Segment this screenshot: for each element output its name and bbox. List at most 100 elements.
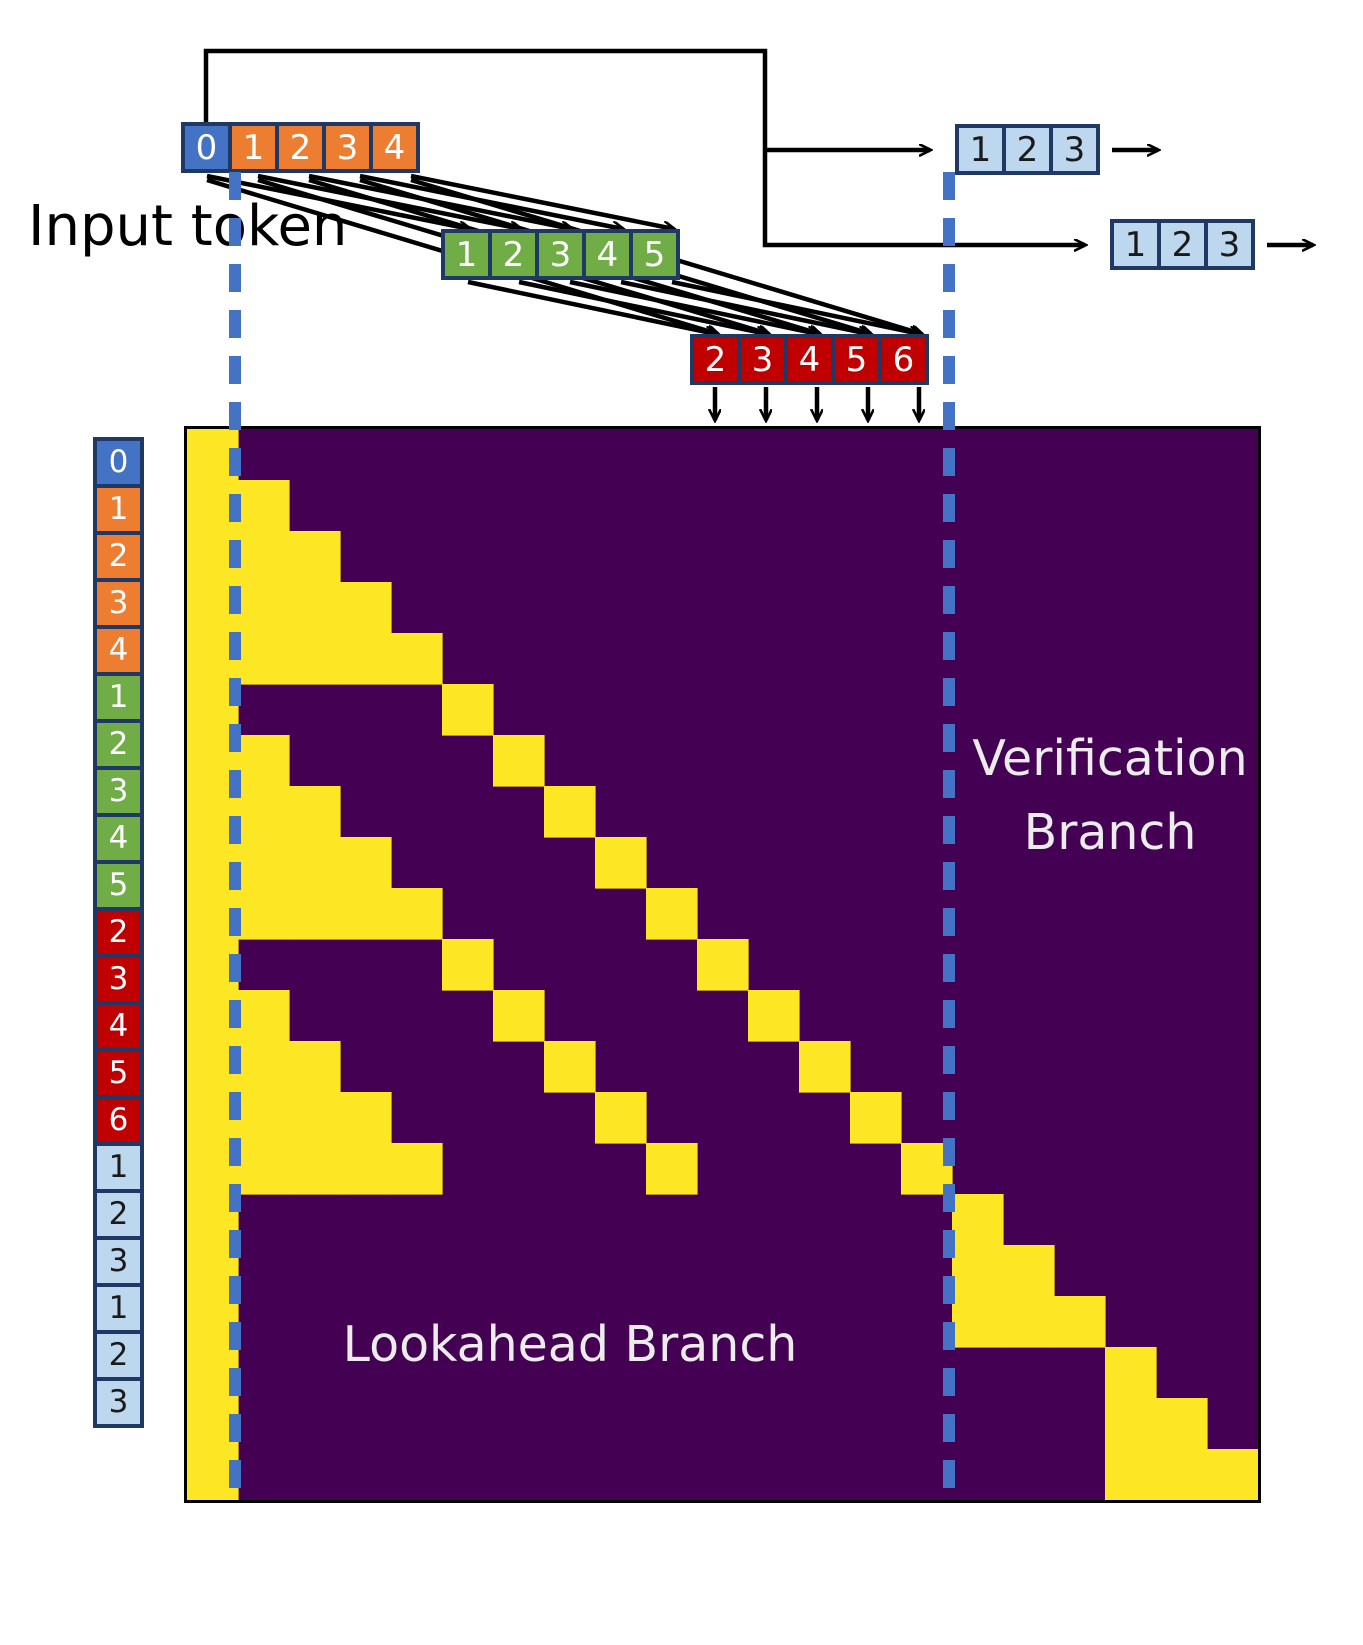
mask-cell-on bbox=[952, 1194, 1004, 1246]
mask-cell-on bbox=[289, 1041, 341, 1093]
mask-cell-on bbox=[289, 531, 341, 583]
mask-cell-on bbox=[799, 1041, 851, 1093]
token-chip: 1 bbox=[228, 122, 279, 173]
row-label-chip: 5 bbox=[93, 860, 144, 911]
mask-cell-on bbox=[391, 1143, 443, 1195]
token-chip: 3 bbox=[737, 334, 788, 385]
mask-cell-on bbox=[952, 1245, 1004, 1297]
token-chip: 3 bbox=[1049, 124, 1100, 175]
row-label-chip: 1 bbox=[93, 672, 144, 723]
row-label-chip: 1 bbox=[93, 1142, 144, 1193]
mask-cell-on bbox=[1003, 1245, 1055, 1297]
row-label-chip: 5 bbox=[93, 1048, 144, 1099]
mask-cell-on bbox=[238, 1041, 290, 1093]
token-chip: 3 bbox=[1204, 219, 1255, 270]
mask-cell-on bbox=[1003, 1296, 1055, 1348]
mask-cell-on bbox=[238, 1143, 290, 1195]
row-label-chip: 2 bbox=[93, 907, 144, 958]
mask-cell-on bbox=[238, 786, 290, 838]
mask-cell-on bbox=[850, 1092, 902, 1144]
mask-cell-on bbox=[340, 633, 392, 685]
mask-cell-on bbox=[289, 837, 341, 889]
mask-cell-on bbox=[238, 837, 290, 889]
mask-cell-on bbox=[595, 837, 647, 889]
mask-cell-on bbox=[289, 888, 341, 940]
token-chip: 4 bbox=[369, 122, 420, 173]
mask-cell-on bbox=[340, 888, 392, 940]
row-label-chip: 2 bbox=[93, 531, 144, 582]
token-chip: 2 bbox=[690, 334, 741, 385]
mask-cell-on bbox=[646, 1143, 698, 1195]
row-label-chip: 4 bbox=[93, 813, 144, 864]
token-chip: 5 bbox=[831, 334, 882, 385]
token-chip: 6 bbox=[878, 334, 929, 385]
mask-cell-on bbox=[595, 1092, 647, 1144]
mask-cell-on bbox=[544, 1041, 596, 1093]
row-label-chip: 0 bbox=[93, 437, 144, 488]
token-chip: 5 bbox=[629, 229, 680, 280]
row-label-chip: 1 bbox=[93, 484, 144, 535]
mask-cell-on bbox=[493, 990, 545, 1042]
mask-cell-on bbox=[442, 939, 494, 991]
mask-cell-on bbox=[1105, 1449, 1157, 1500]
mask-cell-on bbox=[289, 582, 341, 634]
token-chip: 1 bbox=[441, 229, 492, 280]
row-label-chip: 4 bbox=[93, 1001, 144, 1052]
mask-cell-on bbox=[1156, 1449, 1208, 1500]
lookahead-to-red-arrows bbox=[467, 279, 920, 334]
mask-cell-on bbox=[952, 1296, 1004, 1348]
token-chip: 4 bbox=[784, 334, 835, 385]
mask-cell-on bbox=[238, 480, 290, 532]
mask-cell-on bbox=[238, 531, 290, 583]
input-token-label: Input token bbox=[28, 194, 348, 259]
mask-cell-on bbox=[544, 786, 596, 838]
mask-cell-on bbox=[442, 684, 494, 736]
mask-cell-on bbox=[238, 888, 290, 940]
mask-cell-on bbox=[340, 837, 392, 889]
token-chip: 3 bbox=[322, 122, 373, 173]
mask-cell-on bbox=[1207, 1449, 1258, 1500]
token-chip: 4 bbox=[582, 229, 633, 280]
mask-cell-on bbox=[238, 990, 290, 1042]
red-row-down-arrows bbox=[715, 387, 919, 420]
mask-cell-on bbox=[289, 786, 341, 838]
token-chip: 2 bbox=[1157, 219, 1208, 270]
mask-cell-on bbox=[289, 1092, 341, 1144]
token-chip: 1 bbox=[1110, 219, 1161, 270]
row-label-chip: 3 bbox=[93, 1377, 144, 1428]
row-label-chip: 3 bbox=[93, 578, 144, 629]
mask-cell-on bbox=[697, 939, 749, 991]
row-label-chip: 1 bbox=[93, 1283, 144, 1334]
mask-cell-on bbox=[238, 582, 290, 634]
separator-dashed-line-right bbox=[943, 172, 955, 1503]
separator-dashed-line-left bbox=[229, 172, 241, 1503]
row-label-chip: 3 bbox=[93, 954, 144, 1005]
mask-cell-on bbox=[1105, 1347, 1157, 1399]
token-chip: 1 bbox=[955, 124, 1006, 175]
mask-cell-on bbox=[391, 888, 443, 940]
row-label-chip: 4 bbox=[93, 625, 144, 676]
token-chip: 0 bbox=[181, 122, 232, 173]
attention-mask-matrix bbox=[184, 426, 1261, 1503]
mask-cell-on bbox=[493, 735, 545, 787]
mask-cell-on bbox=[289, 1143, 341, 1195]
mask-cell-on bbox=[1054, 1296, 1106, 1348]
mask-cell-on bbox=[340, 1143, 392, 1195]
row-label-chip: 3 bbox=[93, 766, 144, 817]
mask-cell-on bbox=[289, 633, 341, 685]
token-chip: 2 bbox=[488, 229, 539, 280]
mask-cell-on bbox=[238, 633, 290, 685]
mask-cell-on bbox=[1156, 1398, 1208, 1450]
mask-cell-on bbox=[238, 735, 290, 787]
mask-cell-on bbox=[646, 888, 698, 940]
row-label-chip: 2 bbox=[93, 1189, 144, 1240]
row-label-chip: 2 bbox=[93, 1330, 144, 1381]
mask-cell-on bbox=[1105, 1398, 1157, 1450]
